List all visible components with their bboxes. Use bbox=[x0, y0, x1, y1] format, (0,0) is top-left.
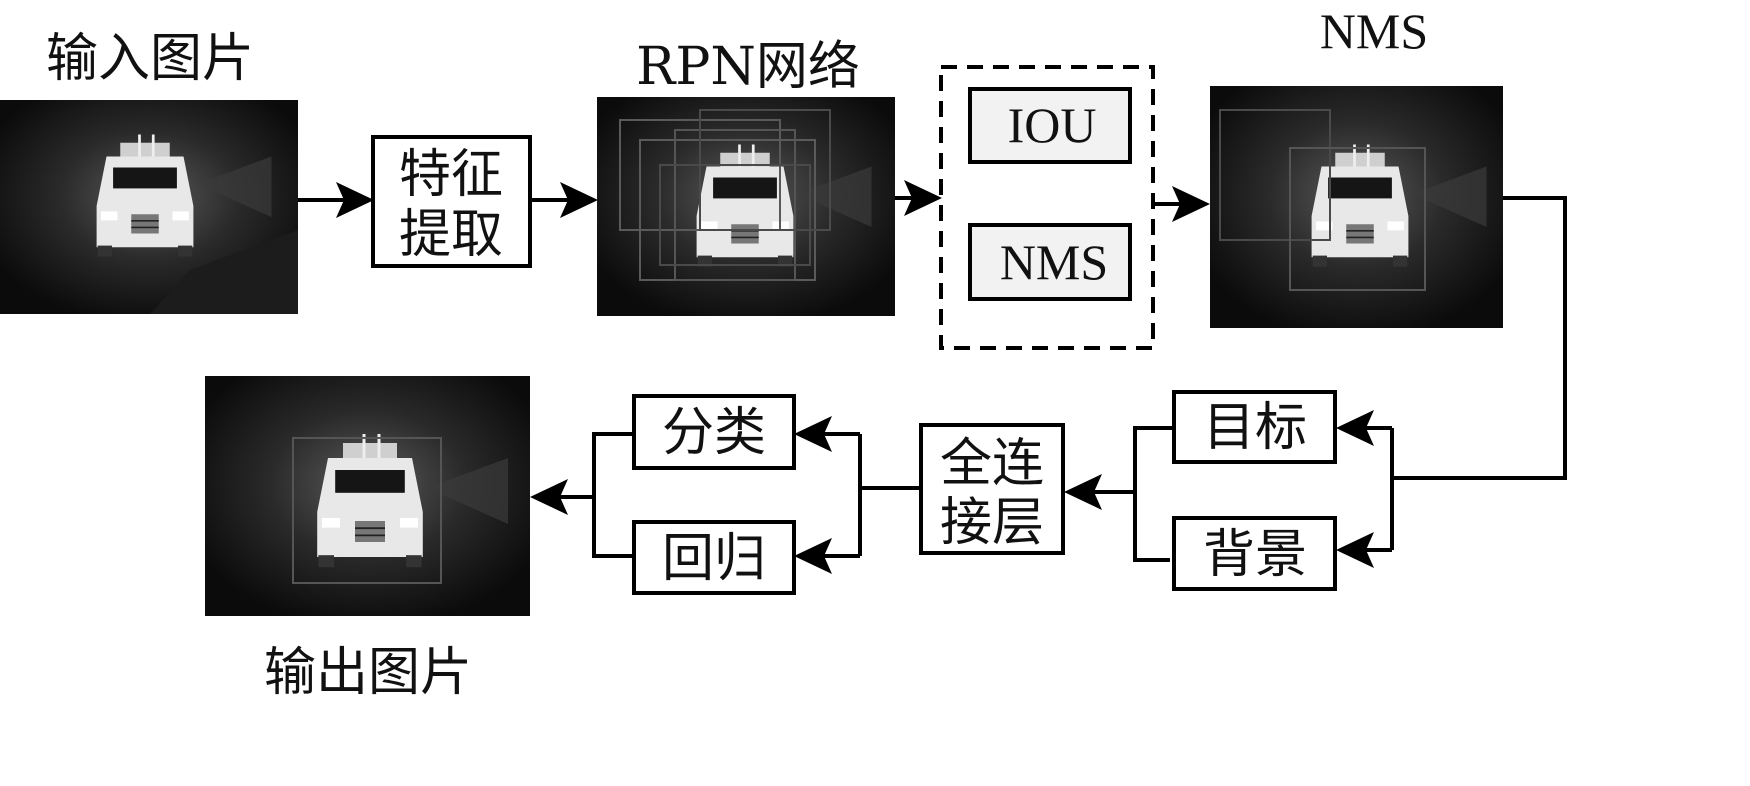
background-label: 背景 bbox=[1203, 525, 1307, 585]
fully-connected-label-2: 接层 bbox=[940, 493, 1044, 553]
fully-connected-box: 全连 接层 bbox=[919, 423, 1065, 555]
rpn-image bbox=[597, 97, 895, 316]
nms-box: NMS bbox=[968, 223, 1132, 301]
connector-merge-outputs bbox=[592, 432, 634, 558]
regress-label: 回归 bbox=[662, 529, 766, 589]
iou-label: IOU bbox=[1008, 97, 1097, 153]
nms-image bbox=[1210, 86, 1503, 328]
input-image bbox=[0, 100, 298, 314]
target-label: 目标 bbox=[1203, 398, 1307, 458]
connector-merge-classes bbox=[1133, 426, 1174, 562]
arrowhead-to-target bbox=[1336, 410, 1374, 446]
nms-label: NMS bbox=[1000, 234, 1108, 290]
regress-box: 回归 bbox=[632, 520, 796, 595]
output-image-caption: 输出图片 bbox=[264, 643, 472, 703]
arrowhead-input-to-feature bbox=[336, 182, 374, 218]
arrowhead-to-classify bbox=[794, 416, 832, 452]
rpn-caption: RPN网络 bbox=[636, 37, 860, 97]
iou-box: IOU bbox=[968, 87, 1132, 164]
feature-extraction-label-1: 特征 bbox=[399, 145, 503, 205]
feature-extraction-box: 特征 提取 bbox=[371, 135, 532, 268]
output-image bbox=[205, 376, 530, 616]
arrowhead-merge-to-fc bbox=[1064, 474, 1102, 510]
arrowhead-rpn-to-nms-group bbox=[904, 180, 942, 216]
iou-nms-group bbox=[939, 65, 1155, 350]
fully-connected-label-1: 全连 bbox=[940, 434, 1044, 494]
nms-caption-top: NMS bbox=[1320, 3, 1428, 59]
arrowhead-to-background bbox=[1336, 532, 1374, 568]
classify-label: 分类 bbox=[662, 403, 766, 463]
connector-nms-to-classes bbox=[1392, 196, 1567, 480]
target-box: 目标 bbox=[1172, 390, 1337, 464]
background-box: 背景 bbox=[1172, 516, 1337, 591]
classify-box: 分类 bbox=[632, 394, 796, 470]
arrowhead-to-regress bbox=[794, 538, 832, 574]
input-image-caption: 输入图片 bbox=[46, 29, 254, 89]
arrowhead-feature-to-rpn bbox=[560, 182, 598, 218]
arrowhead-nms-group-to-nms-image bbox=[1172, 186, 1210, 222]
arrowhead-to-output bbox=[530, 479, 568, 515]
feature-extraction-label-2: 提取 bbox=[399, 205, 503, 265]
